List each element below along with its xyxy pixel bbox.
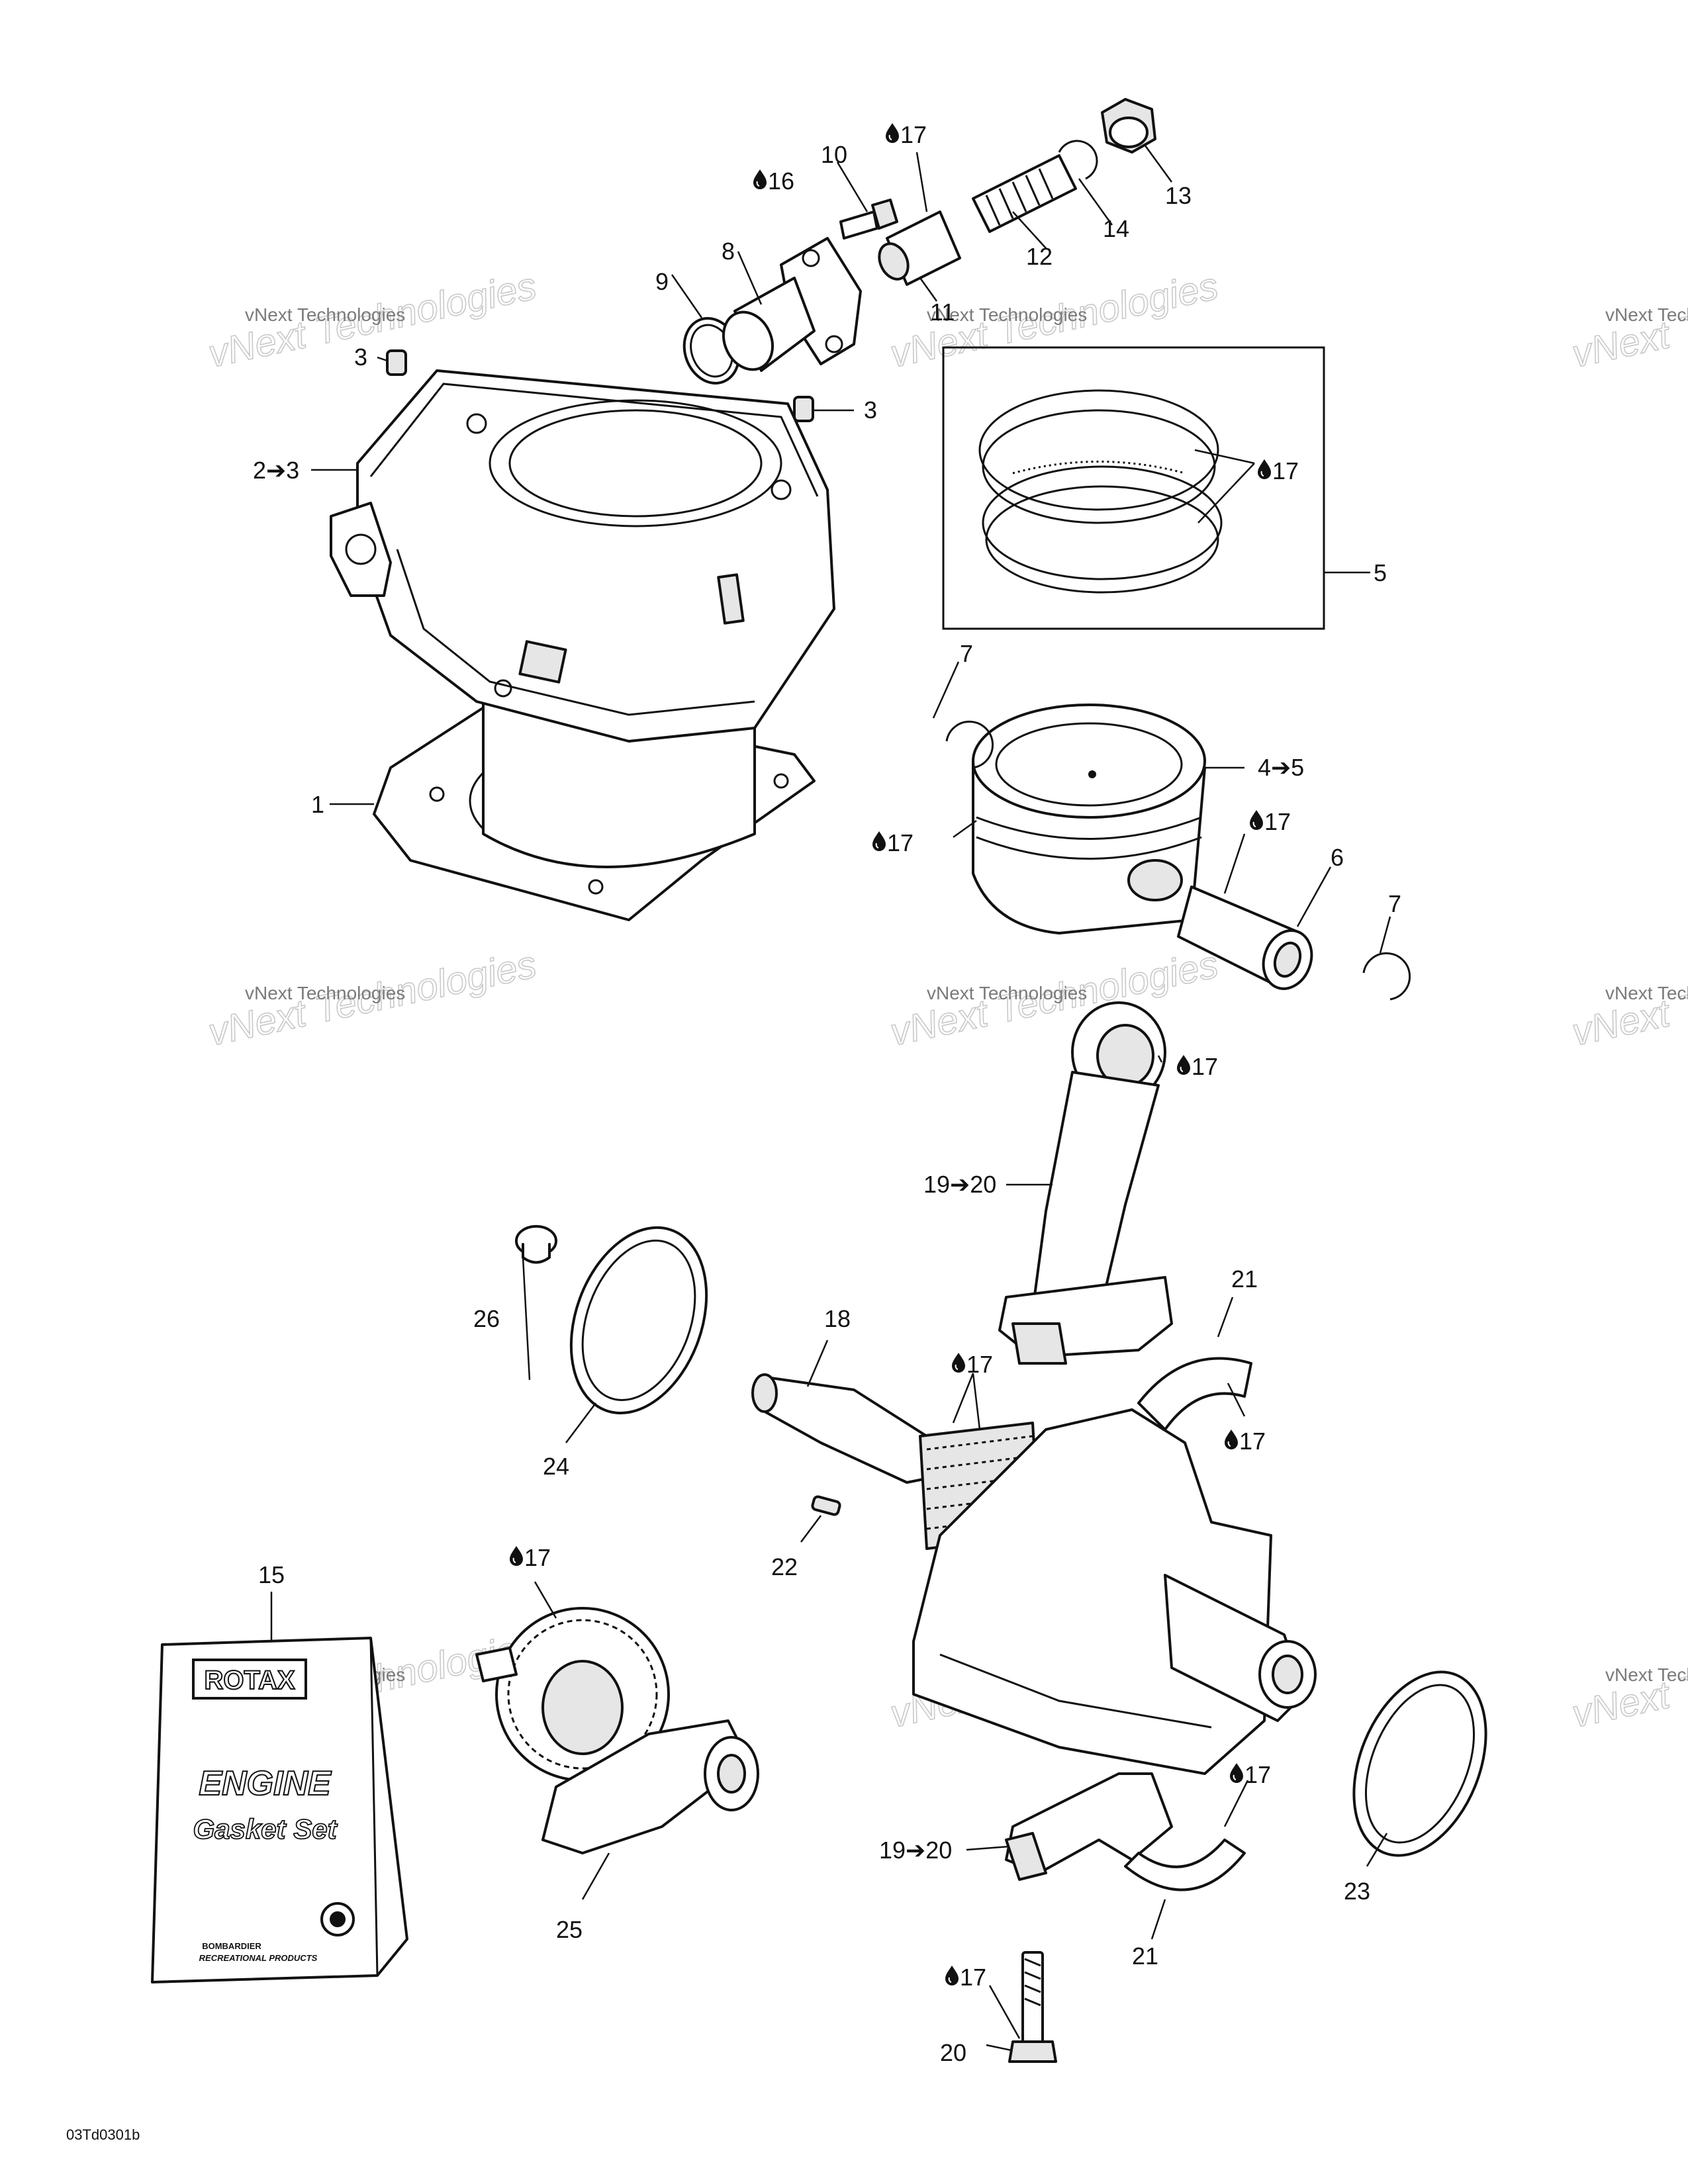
callout-17: 17 [1264,808,1291,835]
oil-drop-icon [1249,809,1264,831]
callout-3: 3 [864,396,877,424]
watermark-small: vNext Technologies [245,983,405,1003]
part-bearing-half [1137,1357,1252,1431]
callout-25: 25 [556,1916,583,1943]
part-piston-pin [1177,886,1313,990]
part-piston-circlip [1362,952,1411,1001]
part-thrust-washer [569,1226,708,1415]
callout-11: 11 [930,298,955,326]
callout-17: 17 [960,1964,986,1991]
callout-15: 15 [258,1561,285,1588]
callout-3: 3 [354,343,367,371]
callout-23: 23 [1344,1878,1370,1905]
leader-lines [270,145,1391,2052]
callout-17: 17 [1192,1053,1218,1080]
part-piston-circlip [945,720,994,769]
callout-24: 24 [543,1453,569,1480]
callout-13: 13 [1165,182,1192,209]
oil-drop-icon [753,169,767,190]
watermark-small: vNext Technologies [927,304,1087,325]
part-cylinder [330,369,835,868]
oil-drop-icon [1176,1054,1191,1075]
booklet-subtitle: Gasket Set [193,1813,338,1844]
part-piston-ring-set [978,389,1223,594]
part-crankshaft [751,1373,1317,1775]
callout-labels: 1 2➔3 3 3 4➔5 5 6 7 7 8 9 10 11 12 13 14… [253,121,1401,2066]
callout-9: 9 [655,268,669,295]
part-dowel-pin [793,396,814,422]
watermark-small: vNext Technologies [245,304,405,325]
oil-drop-icon [1229,1762,1244,1784]
callout-19: 19➔20 [923,1171,996,1198]
callout-17: 17 [887,829,914,856]
callout-12: 12 [1026,243,1053,270]
callout-7: 7 [1388,890,1401,917]
watermark-small: vNext Technologies [927,983,1087,1003]
part-thrust-washer [1352,1670,1487,1857]
oil-drop-icon [951,1352,966,1373]
callout-6: 6 [1331,844,1344,871]
oil-drop-icon [885,122,900,144]
callout-8: 8 [722,238,735,265]
callout-17: 17 [900,121,927,148]
callout-17: 17 [1272,457,1299,484]
callout-19: 19➔20 [879,1837,952,1864]
part-circlip [1058,140,1098,180]
brand-name: ROTAX [204,1666,295,1695]
watermark-small: vNext Technologies [1605,983,1688,1003]
callout-14: 14 [1103,215,1129,242]
part-plug [1101,98,1156,154]
callout-10: 10 [821,141,847,168]
callout-2: 2➔3 [253,457,299,484]
watermark-small: vNext Technologies [1605,304,1688,325]
callout-7: 7 [960,640,973,667]
part-screw [839,199,898,240]
watermark-small: vNext Technologies [1605,1664,1688,1685]
part-balance-shaft [475,1607,759,1854]
callout-17: 17 [1244,1761,1271,1788]
gasket-set-booklet: ROTAX ENGINE Gasket Set BOMBARDIER RECRE… [151,1637,408,1983]
callout-21: 21 [1231,1265,1258,1293]
part-tensioner-housing [722,237,862,372]
callout-22: 22 [771,1553,798,1580]
callout-1: 1 [311,791,324,818]
callout-18: 18 [824,1305,851,1332]
part-rod-bolt [1008,1951,1057,2063]
callout-16: 16 [768,167,794,195]
callout-21: 21 [1132,1942,1158,1970]
part-bearing-half [1124,1839,1246,1891]
oil-drop-icon [872,831,886,852]
booklet-title: ENGINE [199,1764,332,1803]
part-tensioner-plunger [878,210,961,286]
callout-17: 17 [966,1351,993,1378]
oil-drop-icon [509,1545,524,1567]
part-bushing [515,1225,557,1264]
callout-5: 5 [1374,559,1387,586]
callout-4: 4➔5 [1258,754,1304,781]
part-woodruff-key [811,1495,841,1516]
rotax-logo [192,1659,307,1700]
callout-26: 26 [473,1305,500,1332]
part-piston [972,704,1206,934]
callout-17: 17 [1239,1428,1266,1455]
oil-drop-icon [945,1965,959,1986]
maker-subname: RECREATIONAL PRODUCTS [199,1953,318,1963]
maker-name: BOMBARDIER [202,1941,261,1951]
part-dowel-pin [386,349,407,376]
part-spring [972,154,1077,233]
ring-set-frame [942,346,1325,630]
part-connecting-rod [998,1001,1173,1365]
callout-17: 17 [524,1544,551,1571]
callout-20: 20 [940,2039,966,2066]
oil-drop-icon [1224,1429,1239,1450]
oil-drop-icon [1257,459,1272,480]
drawing-code: 03Td0301b [66,2126,140,2143]
